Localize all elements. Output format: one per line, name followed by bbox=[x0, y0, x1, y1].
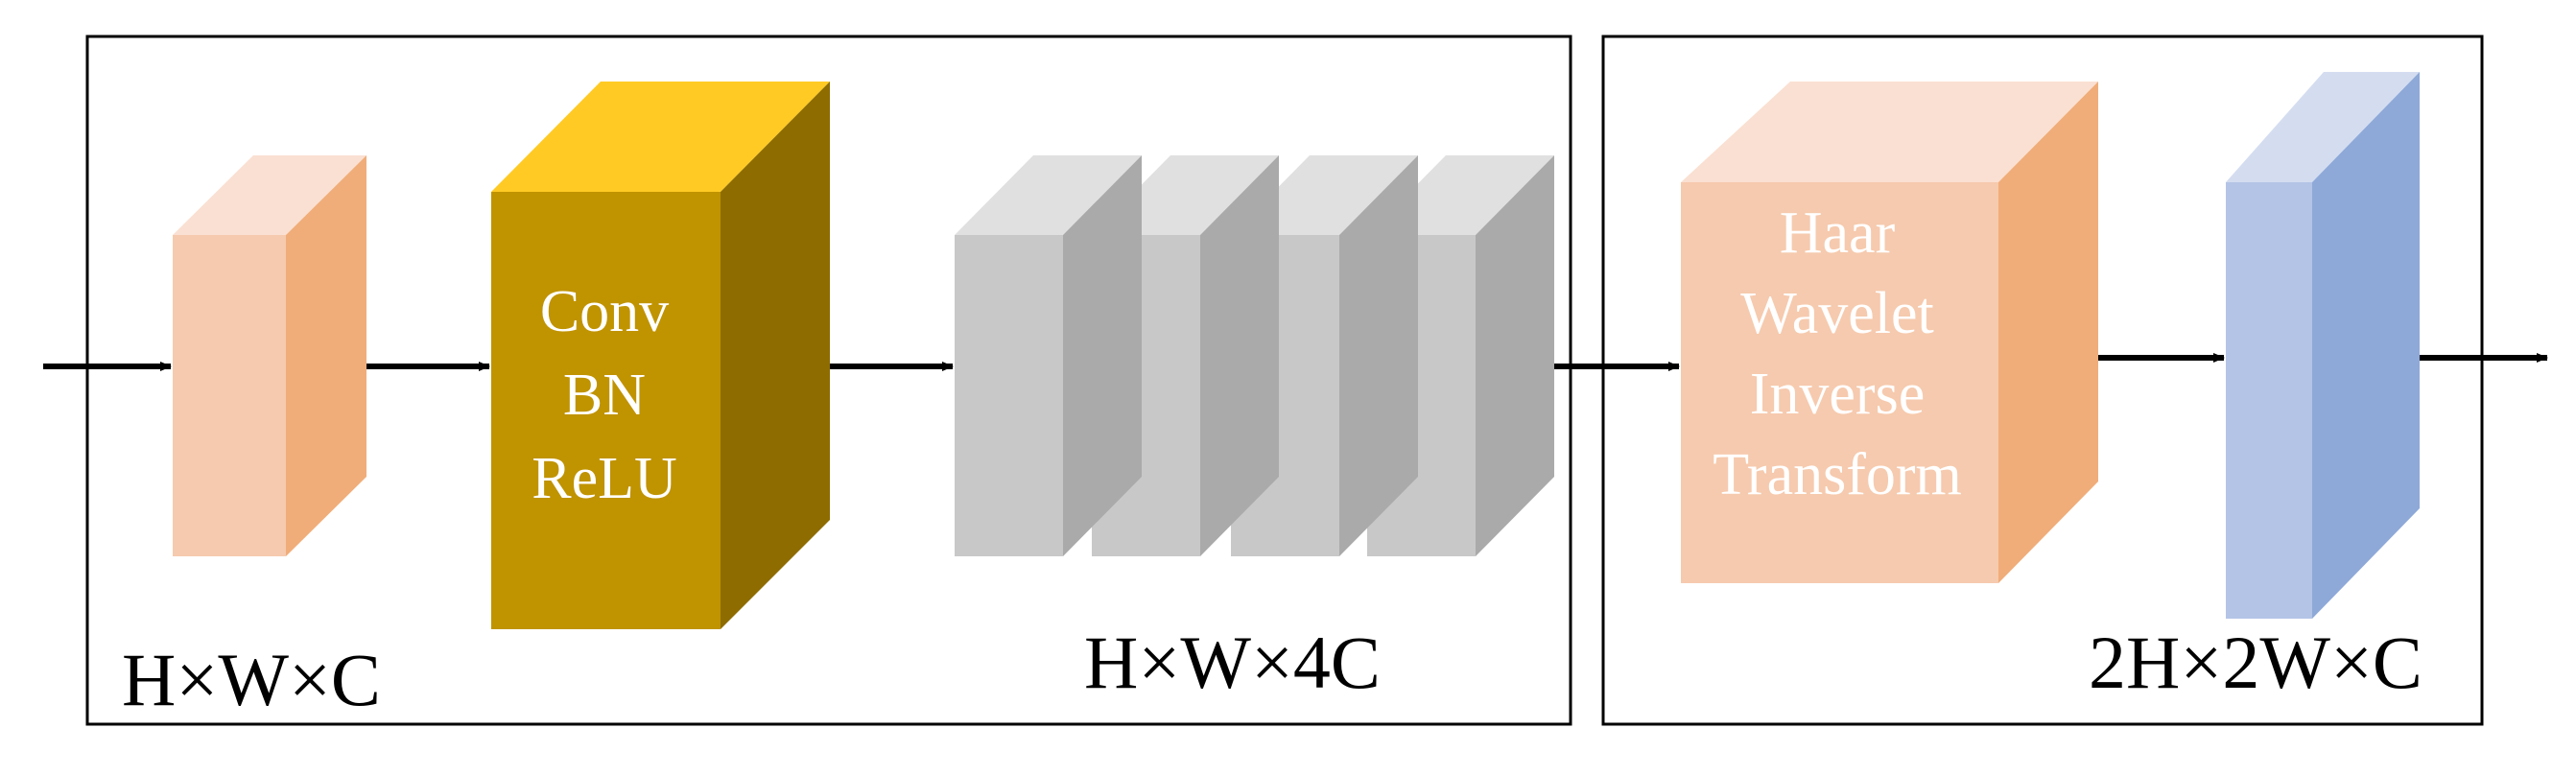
output-cube-side bbox=[2312, 72, 2420, 619]
stacked-dimension-label: H×W×4C bbox=[1084, 621, 1381, 704]
slab-3-side bbox=[1339, 155, 1418, 556]
slab-1-side bbox=[1063, 155, 1142, 556]
stacked-slab-1 bbox=[955, 155, 1142, 556]
input-cube bbox=[173, 155, 366, 556]
right-module-frame bbox=[1601, 35, 2484, 726]
input-cube-front bbox=[173, 235, 286, 556]
slab-2-side bbox=[1200, 155, 1279, 556]
output-cube-front bbox=[2226, 182, 2312, 619]
haar-label-line-4: Transform bbox=[1713, 442, 1962, 507]
output-dimension-label: 2H×2W×C bbox=[2089, 621, 2422, 704]
conv-cube-front bbox=[491, 192, 721, 629]
slab-1-front bbox=[955, 235, 1063, 556]
left-module-frame bbox=[85, 35, 1572, 726]
conv-cube-top bbox=[491, 82, 830, 192]
haar-label-line-2: Wavelet bbox=[1740, 281, 1934, 346]
output-cube-top bbox=[2226, 72, 2420, 182]
conv-label-line-1: Conv bbox=[540, 279, 669, 344]
haar-label-line-3: Inverse bbox=[1750, 362, 1925, 427]
haar-label-line-1: Haar bbox=[1780, 200, 1896, 266]
slab-1-top bbox=[955, 155, 1142, 235]
haar-cube-top bbox=[1681, 82, 2098, 182]
input-cube-top bbox=[173, 155, 366, 235]
input-cube-side bbox=[286, 155, 366, 556]
conv-label-line-2: BN bbox=[563, 363, 646, 428]
haar-cube-side bbox=[1998, 82, 2098, 583]
output-cube bbox=[2226, 72, 2420, 619]
haar-wavelet-cube: Haar Wavelet Inverse Transform bbox=[1681, 82, 2098, 583]
haar-cube-front bbox=[1681, 182, 1998, 583]
conv-bn-relu-cube: Conv BN ReLU bbox=[491, 82, 830, 629]
slab-4-side bbox=[1476, 155, 1554, 556]
input-dimension-label: H×W×C bbox=[122, 638, 381, 721]
conv-label-line-3: ReLU bbox=[532, 446, 677, 511]
conv-cube-side bbox=[721, 82, 830, 629]
